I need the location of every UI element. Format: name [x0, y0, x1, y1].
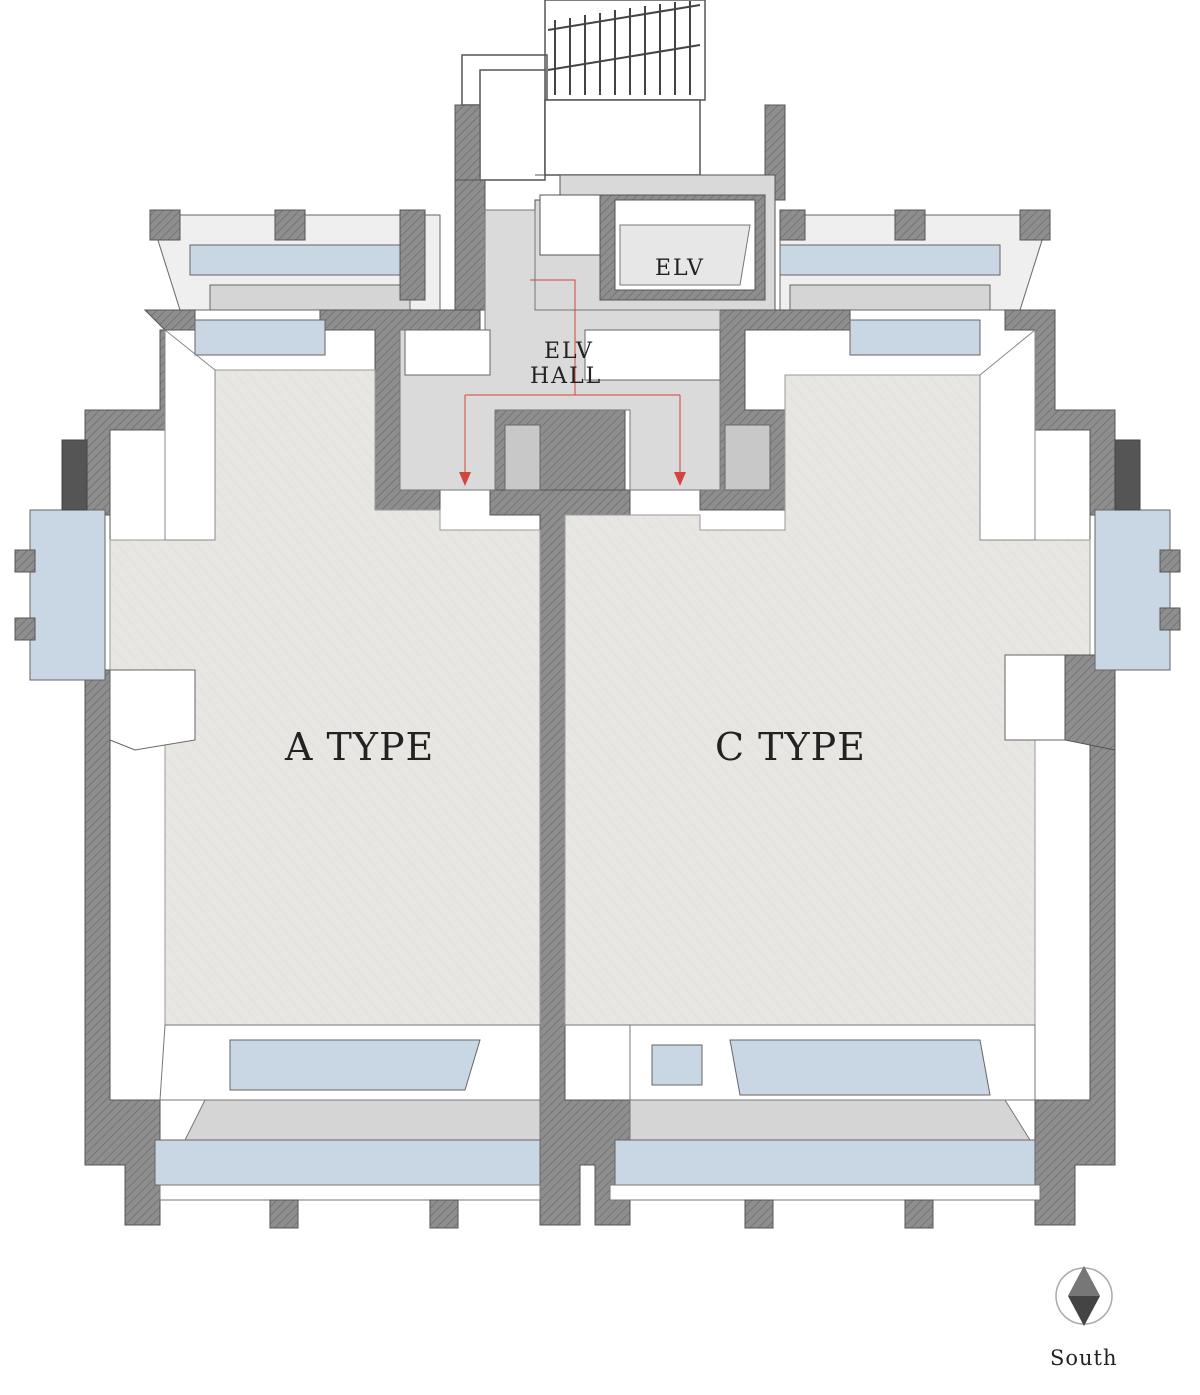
arrow-left-icon: [459, 472, 471, 486]
stairs: [461, 0, 706, 181]
side-windows: [14, 319, 1181, 681]
unit-c-label: C TYPE: [715, 725, 866, 769]
south-balcony: [154, 1024, 1041, 1229]
upper-right-terrace: [779, 209, 1051, 311]
elv-hall-label-line2: HALL: [530, 364, 602, 389]
upper-left-terrace: [149, 209, 441, 311]
unit-a-label: A TYPE: [284, 725, 434, 769]
compass-label: South: [1050, 1346, 1118, 1370]
unit-a-floor: [109, 328, 541, 1026]
core-walls: [454, 104, 786, 311]
elv-hall-label-line1: ELV: [544, 339, 594, 364]
elv-label: ELV: [655, 256, 705, 281]
arrow-right-icon: [674, 472, 686, 486]
compass: South: [1050, 1266, 1118, 1370]
unit-c-floor: [109, 328, 1116, 1026]
elv-hall: [399, 209, 771, 491]
